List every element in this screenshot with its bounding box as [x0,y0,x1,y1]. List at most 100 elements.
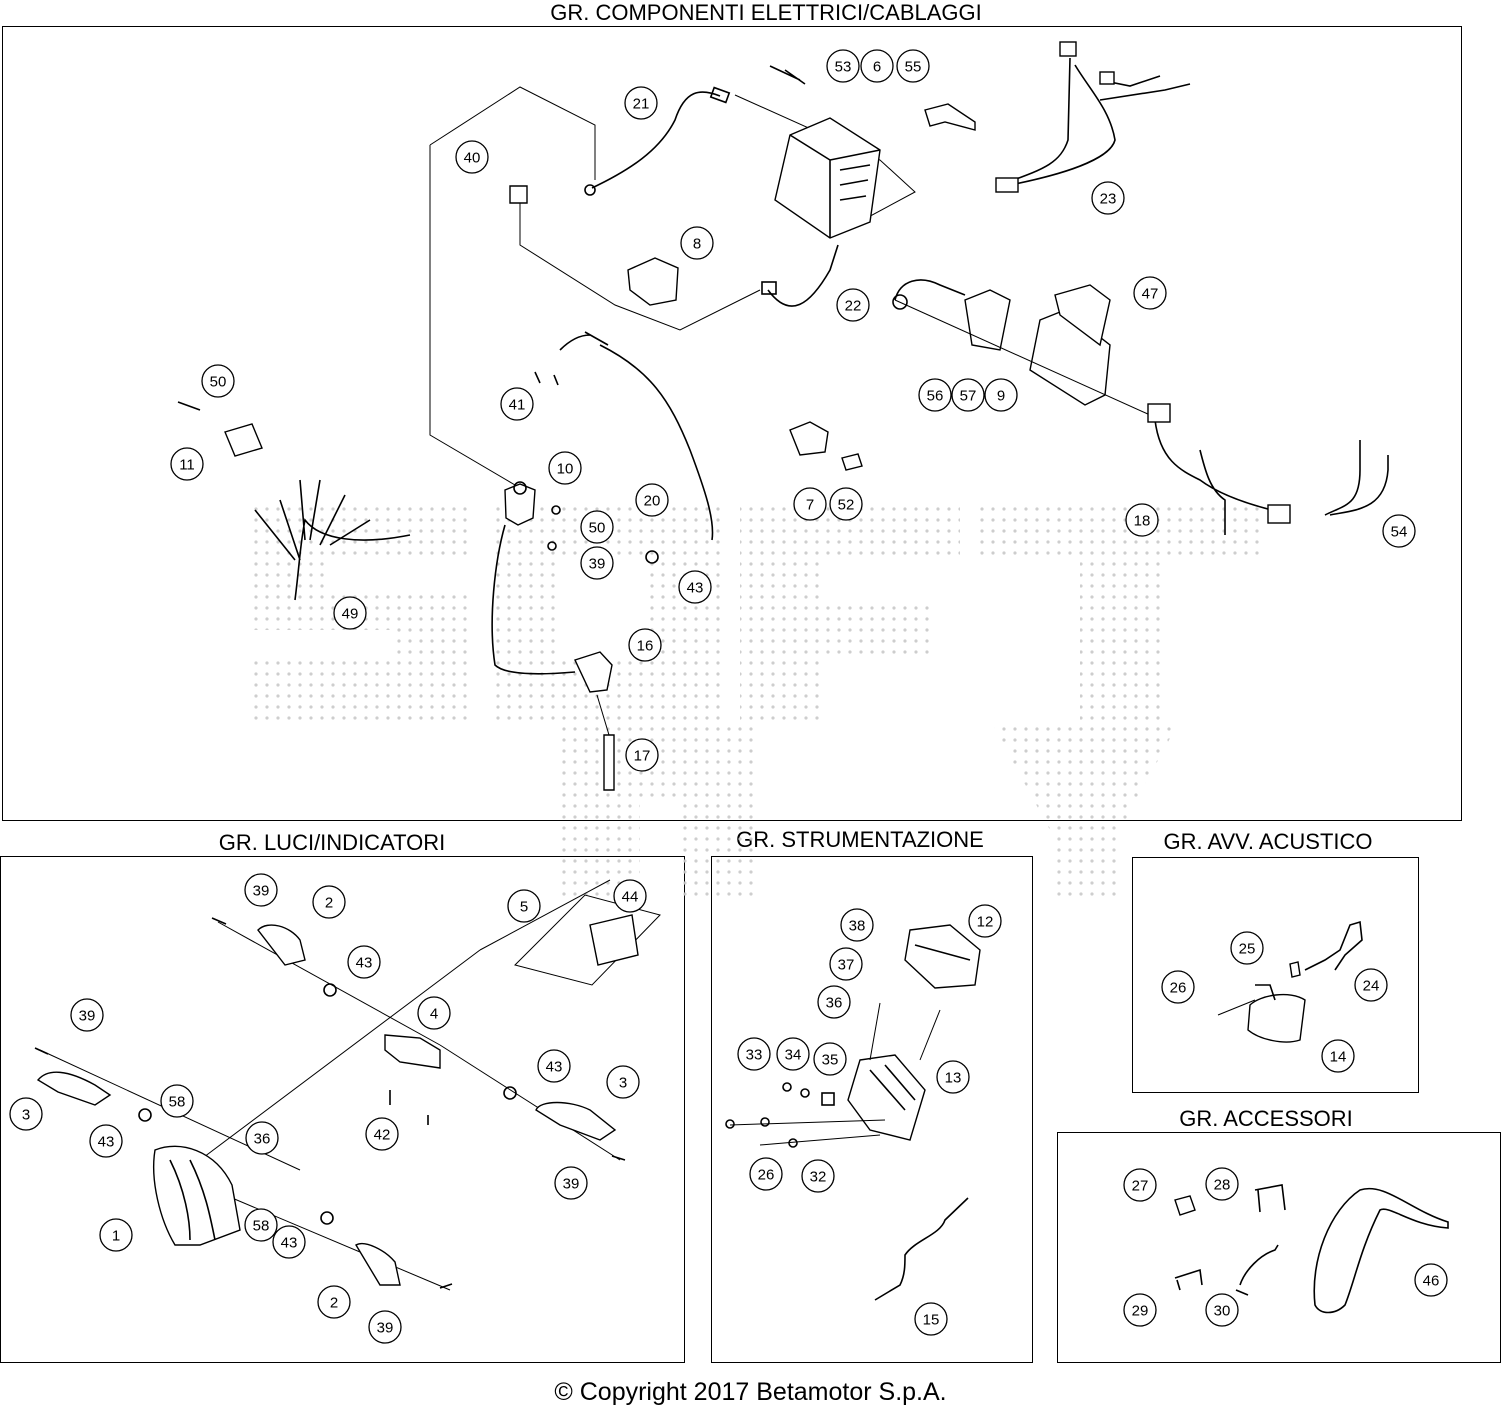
callout-label: 43 [356,955,373,972]
callout-lights-39: 39 [554,1166,588,1200]
callout-label: 28 [1214,1177,1231,1194]
callout-horn-25: 25 [1230,931,1264,965]
callout-label: 14 [1330,1049,1347,1066]
callout-lights-39: 39 [368,1310,402,1344]
callout-instruments-26: 26 [749,1157,783,1191]
callout-label: 26 [758,1167,775,1184]
callout-horn-14: 14 [1321,1039,1355,1073]
callout-lights-39: 39 [70,998,104,1032]
callout-electrical-9: 9 [984,378,1018,412]
section-title-lights: GR. LUCI/INDICATORI [218,830,446,855]
callout-accessories-29: 29 [1123,1293,1157,1327]
callout-label: 56 [927,388,944,405]
callout-electrical-21: 21 [624,86,658,120]
callout-electrical-7: 7 [793,487,827,521]
callout-lights-3: 3 [9,1097,43,1131]
callout-accessories-46: 46 [1414,1263,1448,1297]
callout-label: 39 [377,1320,394,1337]
callout-electrical-57: 57 [951,378,985,412]
callout-label: 10 [557,461,574,478]
callout-label: 12 [977,914,994,931]
callout-lights-43: 43 [89,1124,123,1158]
section-title-accessories: GR. ACCESSORI [1179,1106,1353,1131]
callout-label: 43 [687,580,704,597]
callout-label: 7 [806,497,814,514]
callout-label: 29 [1132,1303,1149,1320]
section-title-horn: GR. AVV. ACUSTICO [1163,829,1373,854]
callout-electrical-47: 47 [1133,276,1167,310]
callout-label: 2 [330,1295,338,1312]
callout-instruments-12: 12 [968,904,1002,938]
callout-label: 44 [622,889,639,906]
callout-label: 5 [520,899,528,916]
callout-label: 34 [785,1047,802,1064]
copyright-notice: © Copyright 2017 Betamotor S.p.A. [554,1378,947,1406]
callout-label: 32 [810,1169,827,1186]
callout-label: 22 [845,298,862,315]
callout-label: 41 [509,397,526,414]
callout-label: 58 [169,1094,186,1111]
callout-label: 16 [637,638,654,655]
callout-label: 43 [98,1134,115,1151]
callout-instruments-15: 15 [914,1302,948,1336]
callout-instruments-33: 33 [737,1037,771,1071]
callout-electrical-10: 10 [548,451,582,485]
callout-label: 42 [374,1127,391,1144]
callout-label: 26 [1170,980,1187,997]
callout-lights-1: 1 [99,1218,133,1252]
callout-label: 36 [254,1131,271,1148]
callout-electrical-49: 49 [333,596,367,630]
callout-electrical-16: 16 [628,628,662,662]
callout-electrical-6: 6 [860,49,894,83]
callout-label: 17 [634,748,651,765]
callout-lights-43: 43 [537,1049,571,1083]
callout-label: 6 [873,59,881,76]
electrical-parts [177,41,1389,791]
callout-electrical-39: 39 [580,546,614,580]
section-title-electrical: GR. COMPONENTI ELETTRICI/CABLAGGI [550,0,982,25]
callout-label: 25 [1239,941,1256,958]
callout-label: 23 [1100,191,1117,208]
callout-horn-24: 24 [1354,968,1388,1002]
callout-label: 49 [342,606,359,623]
callout-electrical-50: 50 [201,364,235,398]
callout-label: 39 [253,883,270,900]
callout-label: 30 [1214,1303,1231,1320]
callout-label: 58 [253,1218,270,1235]
callout-instruments-35: 35 [813,1042,847,1076]
callout-label: 11 [179,457,195,474]
callout-instruments-36: 36 [817,985,851,1019]
callout-instruments-32: 32 [801,1159,835,1193]
panel-lights [0,856,685,1363]
callout-label: 27 [1132,1178,1149,1195]
callout-label: 43 [546,1059,563,1076]
callout-label: 13 [945,1070,962,1087]
callout-lights-2: 2 [317,1285,351,1319]
callout-label: 40 [464,150,481,167]
lights-parts [34,879,661,1291]
callout-electrical-11: 11 [170,447,204,481]
callout-label: 50 [210,374,227,391]
callout-electrical-18: 18 [1125,503,1159,537]
callout-lights-36: 36 [245,1121,279,1155]
callout-lights-3: 3 [606,1065,640,1099]
callout-label: 38 [849,918,866,935]
callout-lights-44: 44 [613,879,647,913]
callout-label: 36 [826,995,843,1012]
callout-electrical-23: 23 [1091,181,1125,215]
callout-label: 35 [822,1052,839,1069]
callout-electrical-8: 8 [680,226,714,260]
callout-label: 52 [838,497,855,514]
callout-label: 39 [79,1008,96,1025]
callout-label: 4 [430,1006,438,1023]
panel-horn [1132,857,1419,1093]
callout-accessories-28: 28 [1205,1167,1239,1201]
callout-label: 20 [644,493,661,510]
callout-label: 54 [1391,524,1408,541]
callout-instruments-34: 34 [776,1037,810,1071]
watermark-graphic [250,500,1260,900]
callout-label: 21 [633,96,650,113]
callout-lights-4: 4 [417,996,451,1030]
battery [774,117,881,239]
